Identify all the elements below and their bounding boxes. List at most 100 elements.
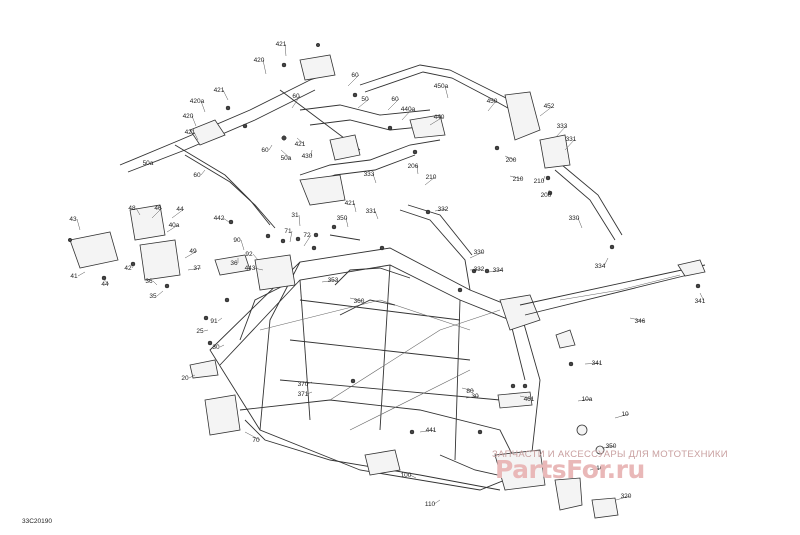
watermark-logo: PartsFor.ru bbox=[495, 455, 645, 484]
callout-label: 110 bbox=[425, 501, 436, 508]
callout-leader bbox=[424, 176, 436, 186]
callout-leader bbox=[291, 95, 301, 109]
diagram-code: 33C20190 bbox=[22, 518, 52, 525]
callout-label: 40a bbox=[169, 222, 180, 229]
callout-leader bbox=[416, 165, 419, 175]
callout-label: 60 bbox=[261, 147, 269, 154]
callout-leader bbox=[372, 173, 377, 184]
callout-label: 210 bbox=[534, 178, 545, 185]
callout-label: 371 bbox=[298, 391, 309, 398]
callout-leader bbox=[306, 391, 313, 395]
callout-leader bbox=[289, 230, 293, 243]
callout-label: 44 bbox=[176, 206, 184, 213]
callout-leader bbox=[306, 381, 313, 385]
callout-leader bbox=[589, 467, 603, 471]
callout-label: 331 bbox=[566, 136, 577, 143]
callout-leader bbox=[152, 280, 158, 286]
callout-label: 350 bbox=[606, 443, 617, 450]
main-frame bbox=[209, 247, 706, 491]
callout-label: 35 bbox=[149, 293, 157, 300]
callout-label: 31 bbox=[291, 212, 299, 219]
callout-leader bbox=[469, 268, 484, 271]
callout-leader bbox=[614, 413, 630, 419]
callout-label: 72 bbox=[303, 232, 311, 239]
callout-label: 30 bbox=[471, 393, 479, 400]
callout-leader bbox=[429, 116, 444, 126]
callout-label: 200 bbox=[541, 192, 552, 199]
callout-leader bbox=[345, 217, 349, 228]
callout-label: 443 bbox=[245, 265, 256, 272]
callout-leader bbox=[577, 217, 583, 229]
callout-leader bbox=[487, 100, 497, 112]
callout-label: 450a bbox=[434, 83, 449, 90]
watermark: ЗАПЧАСТИ И АКСЕССУАРЫ ДЛЯ МОТОТЕХНИКИ Pa… bbox=[492, 449, 728, 484]
callout-label: 420 bbox=[254, 57, 265, 64]
callout-leader bbox=[171, 208, 185, 219]
callout-label: 10 bbox=[621, 411, 629, 418]
callout-label: 70 bbox=[252, 437, 260, 444]
callout-label: 60 bbox=[351, 72, 359, 79]
callout-label: 350 bbox=[337, 215, 348, 222]
callout-label: 346 bbox=[635, 318, 646, 325]
callout-leader bbox=[387, 98, 400, 111]
callout-leader bbox=[252, 253, 259, 261]
callout-label: 210 bbox=[426, 174, 437, 181]
callout-leader bbox=[584, 362, 602, 365]
callout-label: 420a bbox=[190, 98, 205, 105]
callout-leader bbox=[222, 89, 229, 101]
callout-label: 320 bbox=[621, 493, 632, 500]
callout-leader bbox=[433, 499, 441, 505]
callout-leader bbox=[357, 98, 370, 109]
watermark-tagline: ЗАПЧАСТИ И АКСЕССУАРЫ ДЛЯ МОТОТЕХНИКИ bbox=[492, 449, 728, 460]
callout-label: 353 bbox=[328, 277, 339, 284]
callout-label: 441 bbox=[426, 427, 437, 434]
callout-label: 44 bbox=[101, 281, 109, 288]
callout-label: 60 bbox=[193, 172, 201, 179]
fasteners bbox=[67, 42, 701, 435]
callout-leader bbox=[401, 108, 413, 121]
callout-leader bbox=[262, 59, 267, 75]
callout-leader bbox=[77, 271, 86, 277]
callout-label: 333 bbox=[557, 123, 568, 130]
callout-label: 50 bbox=[361, 96, 369, 103]
callout-label: 71 bbox=[284, 228, 292, 235]
callout-label: 36 bbox=[145, 278, 153, 285]
callout-leader bbox=[203, 329, 209, 332]
callout-label: 100 bbox=[401, 472, 412, 479]
callout-label: 333 bbox=[364, 171, 375, 178]
callout-leader bbox=[102, 278, 110, 285]
callout-label: 452 bbox=[544, 103, 555, 110]
callout-label: 25 bbox=[196, 328, 204, 335]
callout-leader bbox=[193, 131, 199, 141]
callout-leader bbox=[240, 239, 245, 251]
callout-leader bbox=[310, 149, 313, 157]
callout-label: 60 bbox=[391, 96, 399, 103]
callout-label: 450 bbox=[487, 98, 498, 105]
callout-label: 200 bbox=[506, 157, 517, 164]
callout-leader bbox=[347, 74, 360, 87]
callout-leader bbox=[131, 264, 135, 269]
callout-leader bbox=[284, 43, 287, 57]
callout-label: 310 bbox=[593, 465, 604, 472]
callout-leader bbox=[217, 317, 223, 322]
callout-label: 30 bbox=[212, 344, 220, 351]
callout-leader bbox=[444, 85, 449, 99]
callout-leader bbox=[280, 149, 291, 159]
callout-leader bbox=[219, 344, 225, 348]
callout-leader bbox=[629, 317, 645, 322]
callout-label: 332 bbox=[474, 266, 485, 273]
callout-label: 60 bbox=[292, 93, 300, 100]
callout-leader bbox=[488, 269, 503, 273]
callout-leader bbox=[564, 138, 576, 151]
callout-label: 50a bbox=[143, 160, 154, 167]
callout-leader bbox=[548, 189, 551, 196]
callout-leader bbox=[76, 218, 81, 231]
callout-leader bbox=[353, 202, 357, 213]
callout-label: 421 bbox=[295, 141, 306, 148]
callout-label: 341 bbox=[592, 360, 603, 367]
callout-label: 440a bbox=[401, 106, 416, 113]
callout-label: 421 bbox=[214, 87, 225, 94]
callout-label: 43 bbox=[69, 216, 77, 223]
callout-leader bbox=[200, 100, 206, 113]
callout-leader bbox=[244, 431, 261, 441]
